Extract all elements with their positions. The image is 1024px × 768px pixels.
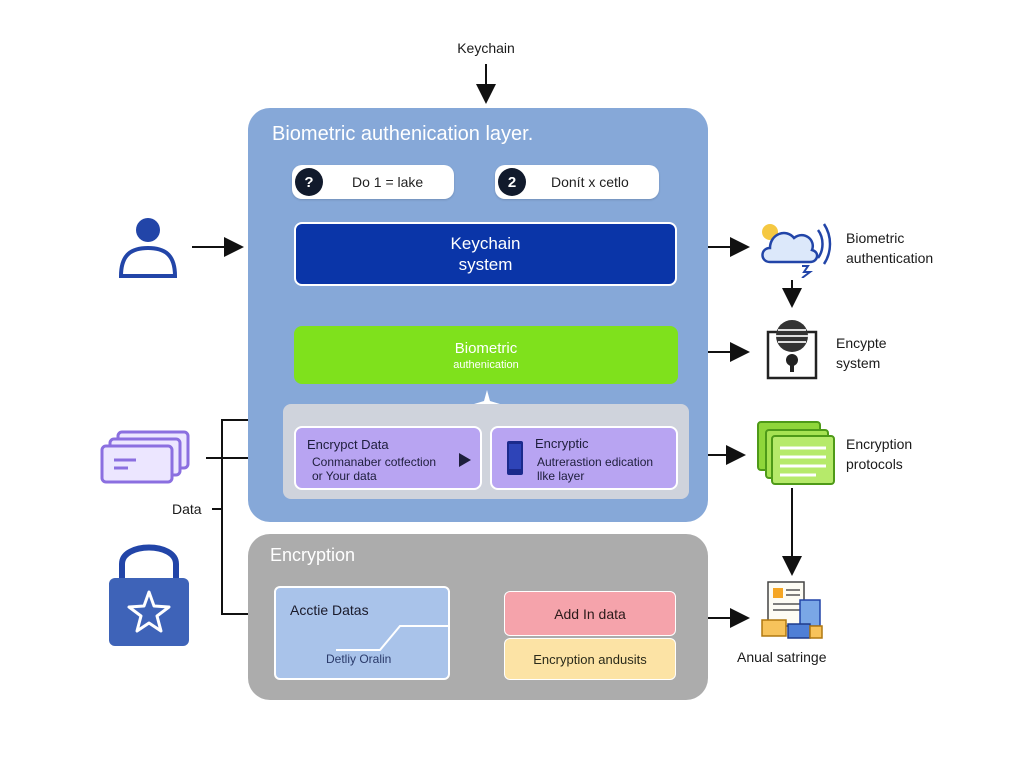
right-biometric-line1: Biometric: [846, 230, 905, 246]
biometric-layer-title: Biometric authenication layer.: [272, 123, 534, 145]
active-data-subtitle: Detliy Oralin: [326, 652, 392, 666]
step-2-pill[interactable]: 2 Donít x cetlo: [495, 165, 659, 199]
left-bracket: [221, 419, 262, 615]
keychain-box-line1: Keychain: [450, 234, 521, 253]
step-2-label: Donít x cetlo: [551, 174, 629, 190]
data-label: Data: [172, 501, 202, 517]
encryptic-box[interactable]: Encryptic Autrerastion edication llke la…: [490, 426, 678, 490]
right-encrypt-line1: Encypte: [836, 335, 887, 351]
keychain-box-line2: system: [458, 255, 513, 274]
step-line: [336, 625, 448, 651]
cards-icon: [100, 430, 190, 484]
encryptic-line2: llke layer: [537, 469, 585, 483]
documents-icon: [757, 421, 835, 485]
step-1-number: ?: [295, 168, 323, 196]
encryption-title: Encryption: [270, 545, 356, 565]
keychain-system-box[interactable]: Keychain system: [294, 222, 677, 286]
step-1-pill[interactable]: ? Do 1 = lake: [292, 165, 454, 199]
right-biometric-line2: authentication: [846, 250, 934, 266]
biometric-authentication-box[interactable]: Biometric authenication: [294, 326, 678, 384]
encrypt-data-box[interactable]: Encrypct Data Conmanaber cotfection or Y…: [294, 426, 482, 490]
right-protocols-line1: Encryption: [846, 436, 913, 452]
encrypt-data-line1: Conmanaber cotfection: [312, 455, 437, 469]
right-encrypt-system-label: Encypte system: [836, 333, 887, 373]
right-annual-label: Anual satringe: [737, 649, 827, 665]
cloud-icon: [761, 223, 832, 278]
right-encrypt-line2: system: [836, 355, 881, 371]
top-keychain-label: Keychain: [457, 40, 515, 56]
encryption-adjust-box[interactable]: Encryption andusits: [504, 638, 676, 680]
bio-box-line1: Biometric: [454, 339, 518, 357]
right-protocols-label: Encryption protocols: [846, 434, 912, 474]
encrypt-data-line2: or Your data: [312, 469, 377, 483]
bio-box-line2: authenication: [453, 358, 519, 371]
add-data-box[interactable]: Add In data: [504, 591, 676, 636]
right-protocols-line2: protocols: [846, 456, 903, 472]
active-data-box[interactable]: Acctie Datas Detliy Oralin: [274, 586, 450, 680]
user-icon: [118, 218, 178, 278]
encryptic-line1: Autrerastion edication: [537, 455, 654, 469]
encryptic-title: Encryptic: [535, 436, 589, 451]
encrypt-data-title: Encrypct Data: [307, 437, 389, 452]
padlock-star-icon: [109, 544, 189, 646]
phone-icon: [507, 441, 523, 475]
play-icon: [459, 453, 471, 467]
safe-icon: [766, 320, 818, 380]
active-data-title: Acctie Datas: [290, 602, 369, 618]
storage-icon: [761, 581, 823, 639]
step-2-number: 2: [498, 168, 526, 196]
step-1-label: Do 1 = lake: [352, 174, 424, 190]
right-biometric-label: Biometric authentication: [846, 228, 933, 268]
